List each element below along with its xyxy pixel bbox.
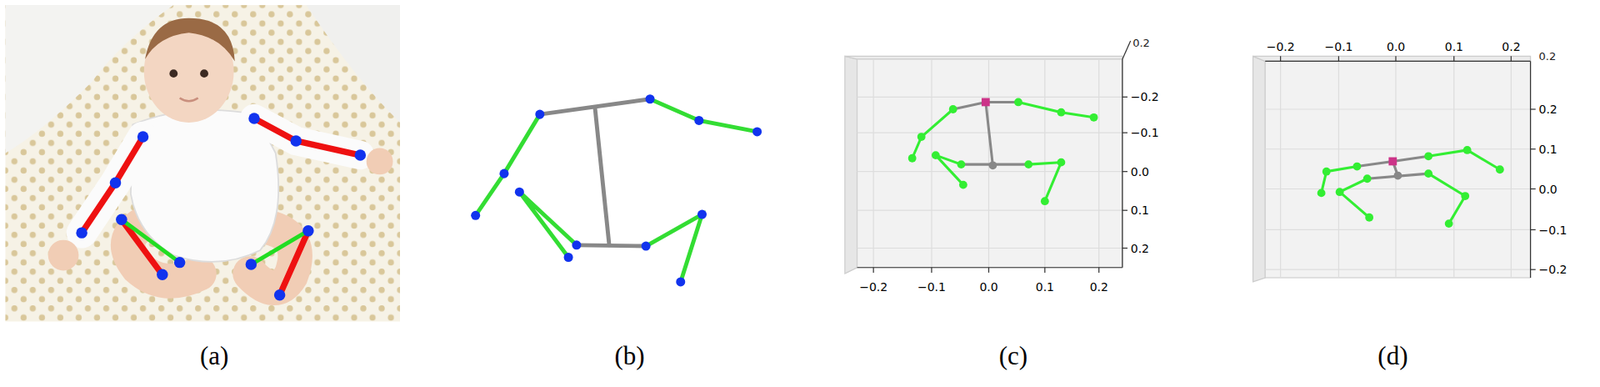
axis-tick-label: −0.2 — [1130, 90, 1160, 103]
axis-tick-label: 0.0 — [1539, 183, 1558, 195]
axis-tick-label: −0.1 — [1325, 40, 1354, 53]
axis-tick-label: 0.2 — [1130, 242, 1150, 255]
panel-label: (b) — [614, 342, 645, 369]
skeleton-2d — [470, 94, 762, 286]
plot-3d — [845, 40, 1131, 274]
panel-label: (a) — [200, 342, 229, 369]
axis-tick-label: −0.1 — [1539, 224, 1568, 236]
axis-tick-label: −0.2 — [859, 280, 888, 293]
plot-3d — [1253, 55, 1536, 282]
axis-tick-label: 0.2 — [1539, 50, 1557, 62]
axis-tick-label: −0.1 — [1130, 126, 1160, 139]
axis-tick-label: 0.1 — [1539, 143, 1558, 155]
axis-tick-label: 0.1 — [1445, 40, 1464, 53]
axis-tick-label: −0.2 — [1539, 263, 1568, 275]
axis-tick-label: −0.1 — [917, 280, 946, 293]
axis-tick-label: 0.2 — [1539, 103, 1558, 115]
axis-tick-label: 0.0 — [1130, 165, 1150, 178]
axis-tick-label: 0.0 — [1386, 40, 1405, 53]
baby-photo — [5, 5, 400, 322]
axis-tick-label: 0.0 — [979, 280, 998, 293]
axis-tick-label: 0.2 — [1501, 40, 1520, 53]
panel-label: (c) — [999, 342, 1028, 369]
axis-tick-label: −0.2 — [1266, 40, 1295, 53]
axis-tick-label: 0.2 — [1090, 280, 1109, 293]
axis-tick-label: 0.1 — [1035, 280, 1055, 293]
axis-tick-label: 0.1 — [1130, 204, 1150, 216]
axis-tick-label: 0.2 — [1132, 37, 1150, 49]
panel-label: (d) — [1377, 342, 1408, 369]
